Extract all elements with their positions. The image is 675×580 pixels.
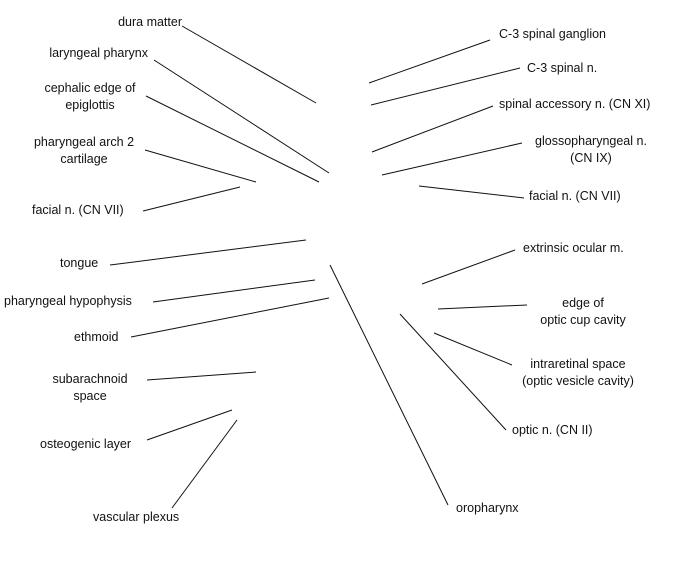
label-c3-spinal-ganglion: C-3 spinal ganglion <box>499 27 607 41</box>
leader-line-glossopharyngeal-n <box>381 142 523 176</box>
leader-line-spinal-accessory-n <box>371 105 494 153</box>
label-ethmoid: ethmoid <box>74 330 119 344</box>
label-pharyngeal-hypophysis: pharyngeal hypophysis <box>4 294 132 308</box>
label-glossopharyngeal-n: glossopharyngeal n. (CN IX) <box>535 134 647 165</box>
leader-line-oropharynx <box>329 264 449 506</box>
leader-line-optic-n <box>399 313 507 431</box>
leader-line-ethmoid <box>130 297 330 338</box>
label-optic-n: optic n. (CN II) <box>512 423 593 437</box>
label-cephalic-edge-epiglottis: cephalic edge of epiglottis <box>44 81 136 112</box>
leader-line-extrinsic-ocular-m <box>421 249 516 285</box>
leader-line-facial-n-right <box>418 185 525 199</box>
label-dura-matter: dura matter <box>118 15 182 29</box>
leader-line-facial-n-left <box>142 186 241 212</box>
leader-line-laryngeal-pharynx <box>153 59 330 174</box>
leader-line-tongue <box>109 239 307 266</box>
label-laryngeal-pharynx: laryngeal pharynx <box>49 46 148 60</box>
leader-line-c3-spinal-ganglion <box>368 39 491 84</box>
label-vascular-plexus: vascular plexus <box>93 510 180 524</box>
label-extrinsic-ocular-m: extrinsic ocular m. <box>523 241 624 255</box>
label-facial-n-left: facial n. (CN VII) <box>32 203 124 217</box>
leader-line-pharyngeal-hypophysis <box>152 279 316 303</box>
leader-line-dura-matter <box>181 25 317 104</box>
leader-line-intraretinal-space <box>433 332 513 366</box>
label-edge-optic-cup-cavity: edge of optic cup cavity <box>540 296 626 327</box>
label-spinal-accessory-n: spinal accessory n. (CN XI) <box>499 97 651 111</box>
label-facial-n-right: facial n. (CN VII) <box>529 189 621 203</box>
label-intraretinal-space: intraretinal space (optic vesicle cavity… <box>522 357 634 388</box>
leader-line-edge-optic-cup-cavity <box>437 304 528 310</box>
leader-line-cephalic-edge-epiglottis <box>145 95 320 183</box>
leader-line-subarachnoid-space <box>146 371 257 381</box>
leader-line-c3-spinal-n <box>370 67 521 106</box>
leader-line-vascular-plexus <box>171 419 238 509</box>
label-osteogenic-layer: osteogenic layer <box>40 437 132 451</box>
label-tongue: tongue <box>60 256 99 270</box>
label-c3-spinal-n: C-3 spinal n. <box>527 61 598 75</box>
label-pharyngeal-arch-2-cartilage: pharyngeal arch 2 cartilage <box>33 135 135 166</box>
label-oropharynx: oropharynx <box>456 501 519 515</box>
leader-line-pharyngeal-arch-2-cartilage <box>144 149 257 183</box>
label-subarachnoid-space: subarachnoid space <box>52 372 128 403</box>
leader-line-osteogenic-layer <box>146 409 233 441</box>
